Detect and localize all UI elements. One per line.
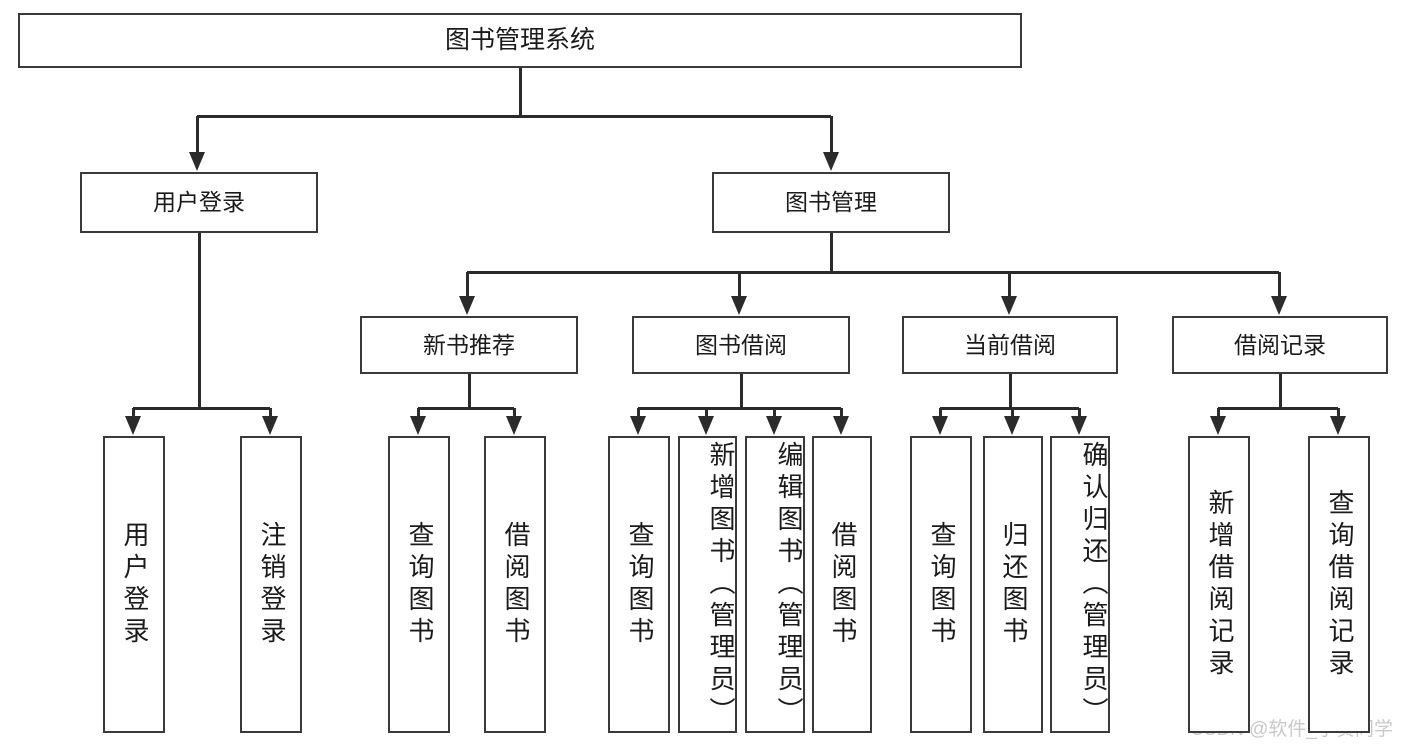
connector-stem-current_to_leaves — [1008, 374, 1012, 408]
connector-drop-newbook_to_leaves-0 — [416, 408, 420, 417]
node-root-图书管理系统[interactable]: 图书管理系统 — [18, 13, 1022, 68]
connector-drop-level2_book_to_level3-2 — [1007, 272, 1011, 297]
node-leaf-0-用户登录[interactable]: 用户登录 — [103, 436, 165, 733]
connector-drop-borrow_to_leaves-3 — [839, 408, 843, 417]
arrowhead-record_to_leaves-1 — [1330, 416, 1346, 435]
arrowhead-borrow_to_leaves-3 — [833, 416, 849, 435]
node-leaf-12-查询借阅记录[interactable]: 查询借阅记录 — [1308, 436, 1370, 733]
connector-stem-root_to_level2 — [518, 68, 522, 116]
arrowhead-current_to_leaves-1 — [1004, 416, 1020, 435]
connector-stem-borrow_to_leaves — [739, 374, 743, 408]
arrowhead-level2_book_to_level3-2 — [1001, 296, 1017, 315]
arrowhead-root_to_level2-0 — [189, 152, 205, 171]
connector-drop-borrow_to_leaves-0 — [636, 408, 640, 417]
connector-drop-current_to_leaves-0 — [938, 408, 942, 417]
node-leaf-1-注销登录[interactable]: 注销登录 — [240, 436, 302, 733]
connector-drop-newbook_to_leaves-1 — [512, 408, 516, 417]
arrowhead-current_to_leaves-0 — [932, 416, 948, 435]
connector-bar-login_to_leaves — [133, 406, 270, 410]
node-level2-图书管理[interactable]: 图书管理 — [712, 172, 950, 233]
node-level3-图书借阅[interactable]: 图书借阅 — [632, 316, 850, 374]
arrowhead-level2_book_to_level3-3 — [1271, 296, 1287, 315]
arrowhead-login_to_leaves-0 — [125, 416, 141, 435]
connector-bar-level2_book_to_level3 — [467, 270, 1279, 274]
arrowhead-record_to_leaves-0 — [1210, 416, 1226, 435]
connector-drop-login_to_leaves-0 — [131, 408, 135, 417]
connector-bar-root_to_level2 — [197, 114, 831, 118]
connector-stem-login_to_leaves — [197, 233, 201, 408]
node-level3-当前借阅[interactable]: 当前借阅 — [902, 316, 1118, 374]
connector-bar-current_to_leaves — [940, 406, 1079, 410]
node-leaf-10-确认归还管理员[interactable]: 确认归还（管理员） — [1050, 436, 1110, 733]
connector-drop-current_to_leaves-1 — [1010, 408, 1014, 417]
node-leaf-2-查询图书[interactable]: 查询图书 — [388, 436, 450, 733]
connector-drop-level2_book_to_level3-1 — [737, 272, 741, 297]
node-level3-新书推荐[interactable]: 新书推荐 — [360, 316, 578, 374]
connector-drop-current_to_leaves-2 — [1077, 408, 1081, 417]
connector-drop-level2_book_to_level3-0 — [465, 272, 469, 297]
connector-stem-level2_book_to_level3 — [829, 233, 833, 272]
connector-drop-record_to_leaves-0 — [1216, 408, 1220, 417]
node-leaf-4-查询图书[interactable]: 查询图书 — [608, 436, 670, 733]
node-level3-借阅记录[interactable]: 借阅记录 — [1172, 316, 1388, 374]
node-leaf-7-借阅图书[interactable]: 借阅图书 — [812, 436, 872, 733]
connector-stem-record_to_leaves — [1278, 374, 1282, 408]
connector-drop-borrow_to_leaves-1 — [704, 408, 708, 417]
arrowhead-borrow_to_leaves-2 — [766, 416, 782, 435]
node-leaf-5-新增图书管理员[interactable]: 新增图书（管理员） — [678, 436, 737, 733]
connector-drop-login_to_leaves-1 — [268, 408, 272, 417]
connector-drop-level2_book_to_level3-3 — [1277, 272, 1281, 297]
arrowhead-borrow_to_leaves-1 — [698, 416, 714, 435]
node-leaf-11-新增借阅记录[interactable]: 新增借阅记录 — [1188, 436, 1250, 733]
node-leaf-9-归还图书[interactable]: 归还图书 — [983, 436, 1043, 733]
arrowhead-borrow_to_leaves-0 — [630, 416, 646, 435]
arrowhead-level2_book_to_level3-0 — [459, 296, 475, 315]
arrowhead-login_to_leaves-1 — [262, 416, 278, 435]
connector-drop-root_to_level2-0 — [195, 116, 199, 153]
arrowhead-level2_book_to_level3-1 — [731, 296, 747, 315]
node-leaf-8-查询图书[interactable]: 查询图书 — [910, 436, 972, 733]
connector-stem-newbook_to_leaves — [467, 374, 471, 408]
node-leaf-6-编辑图书管理员[interactable]: 编辑图书（管理员） — [745, 436, 805, 733]
arrowhead-newbook_to_leaves-0 — [410, 416, 426, 435]
node-level2-用户登录[interactable]: 用户登录 — [80, 172, 318, 233]
connector-bar-borrow_to_leaves — [638, 406, 841, 410]
arrowhead-current_to_leaves-2 — [1071, 416, 1087, 435]
connector-bar-record_to_leaves — [1218, 406, 1338, 410]
arrowhead-newbook_to_leaves-1 — [506, 416, 522, 435]
node-leaf-3-借阅图书[interactable]: 借阅图书 — [484, 436, 546, 733]
connector-drop-record_to_leaves-1 — [1336, 408, 1340, 417]
arrowhead-root_to_level2-1 — [823, 152, 839, 171]
connector-drop-borrow_to_leaves-2 — [772, 408, 776, 417]
connector-bar-newbook_to_leaves — [418, 406, 514, 410]
connector-drop-root_to_level2-1 — [829, 116, 833, 153]
